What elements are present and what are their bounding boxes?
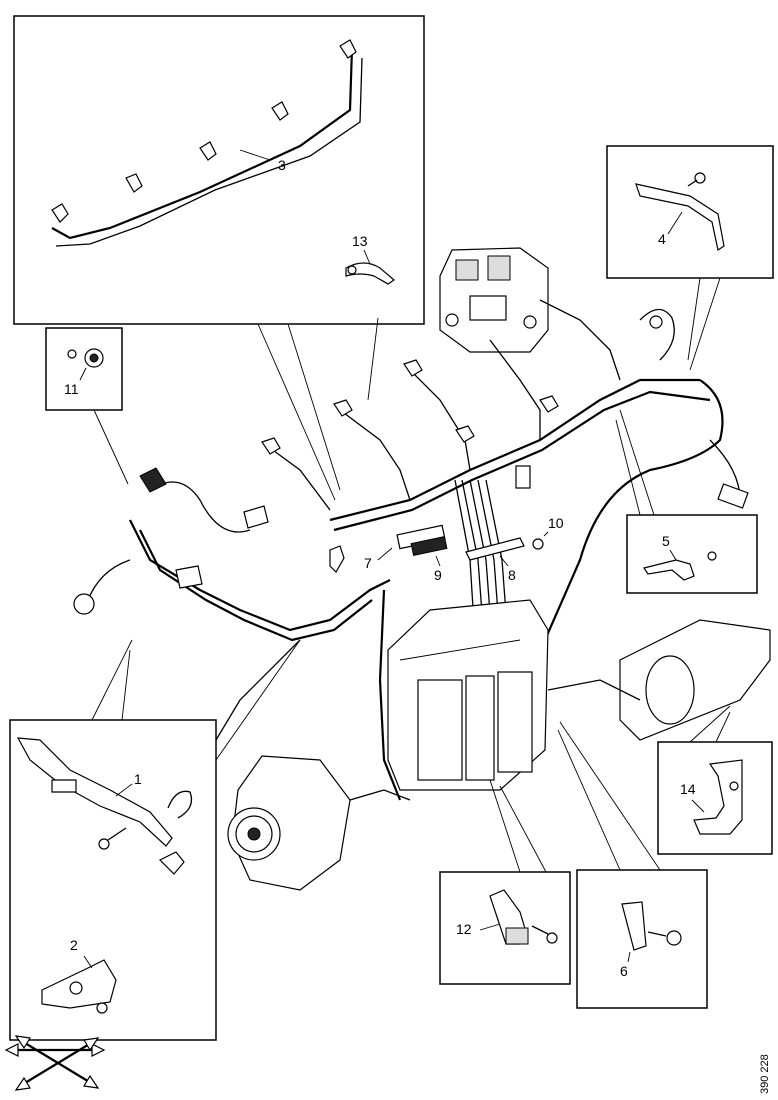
callout-5: 5 <box>662 533 670 549</box>
figure-reference-number: 390 228 <box>759 1054 771 1094</box>
detail-box-12: 12 <box>439 779 571 985</box>
starter-motor <box>547 619 771 741</box>
main-wiring-harness <box>73 247 749 801</box>
bracket-clips <box>51 39 357 223</box>
detail-box-1-2: 1 2 <box>9 639 301 1041</box>
injection-unit <box>439 247 549 353</box>
callout-14: 14 <box>680 781 696 797</box>
detail-box-3-13: 3 13 <box>13 15 425 325</box>
detail-box-11: 11 <box>45 327 129 485</box>
detail-box-4: 4 <box>606 145 774 371</box>
detail-box-6: 6 <box>557 721 708 1009</box>
injector-connectors <box>261 359 559 455</box>
alternator <box>227 755 411 891</box>
callout-13: 13 <box>352 233 368 249</box>
detail-box-14: 14 <box>657 705 773 855</box>
callout-8: 8 <box>508 567 516 583</box>
leader-lines-top <box>257 317 379 501</box>
callout-6: 6 <box>620 963 628 979</box>
callout-7: 7 <box>364 555 372 571</box>
callout-12: 12 <box>456 921 472 937</box>
callout-9: 9 <box>434 567 442 583</box>
callout-4: 4 <box>658 231 666 247</box>
callout-1: 1 <box>134 771 142 787</box>
detail-box-5: 5 <box>615 409 758 594</box>
engine-control-unit <box>387 599 549 791</box>
callout-11: 11 <box>64 381 79 397</box>
orientation-arrows-icon <box>4 1035 106 1091</box>
fuse-components: 7 9 8 10 <box>329 465 564 583</box>
callout-10: 10 <box>548 515 564 531</box>
callout-2: 2 <box>70 937 78 953</box>
callout-3: 3 <box>278 157 286 173</box>
